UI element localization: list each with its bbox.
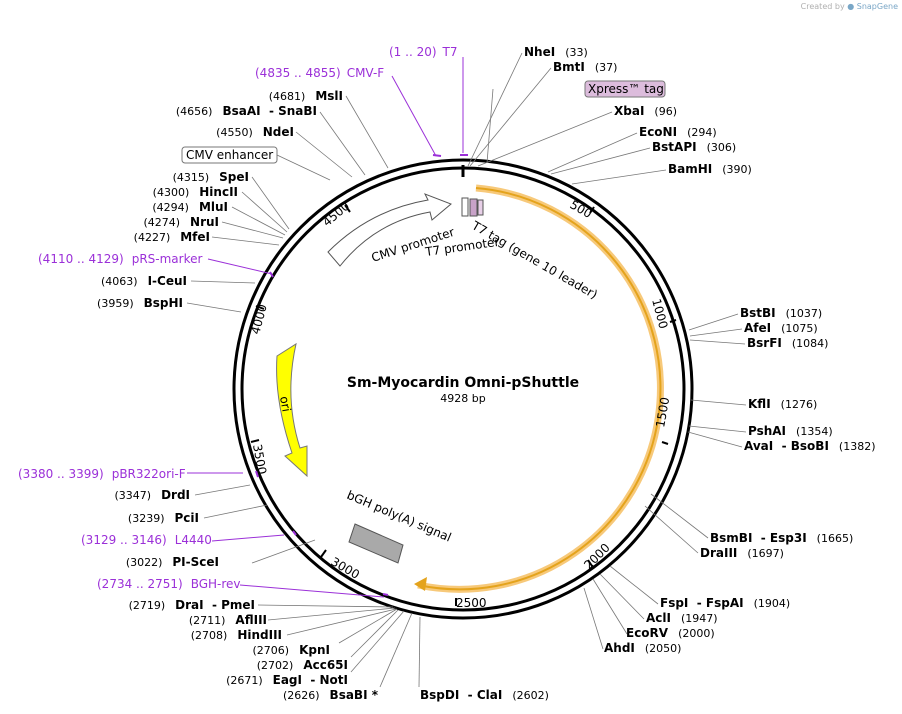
enzyme-afliii: (2711)AflIII [189, 613, 267, 627]
orf-arc [417, 187, 662, 591]
enzyme-bsphi: (3959)BspHI [97, 296, 183, 310]
enzyme-bsmbi-esp3i: BsmBI - Esp3I(1665) [710, 531, 853, 545]
cmv-enhancer-callout [181, 146, 278, 164]
tick-label-4500: 4500 [320, 199, 352, 229]
tick-label-1500: 1500 [653, 396, 672, 429]
enzyme-ecorv: EcoRV(2000) [626, 626, 715, 640]
enzyme-avai-bsobi: AvaI - BsoBI(1382) [744, 439, 875, 453]
cmv-enhancer-callout-label: CMV enhancer [186, 148, 273, 162]
enzyme-i-ceui: (4063)I-CeuI [101, 274, 187, 288]
cmv-promoter-arrow [327, 193, 452, 267]
tick-label-2500: 2500 [456, 596, 487, 610]
primer-lines [187, 57, 464, 598]
enzyme-drdi: (3347)DrdI [114, 488, 190, 502]
snapgene-credit: Created by ● SnapGene [801, 2, 898, 11]
enzyme-mfei: (4227)MfeI [134, 230, 210, 244]
enzyme-nhei: NheI(33) [524, 45, 588, 59]
enzyme-ndei: (4550)NdeI [216, 125, 294, 139]
map-length: 4928 bp [440, 392, 485, 405]
primer-t7: (1 .. 20)T7 [389, 45, 458, 59]
enzyme-spei: (4315)SpeI [173, 170, 249, 184]
enzyme-pi-scei: (3022)PI-SceI [126, 555, 219, 569]
enzyme-drai-pmei: (2719)DraI - PmeI [129, 598, 255, 612]
enzyme-msli: (4681)MslI [269, 89, 343, 103]
credit-brand: SnapGene [856, 2, 898, 11]
enzyme-hincii: (4300)HincII [153, 185, 238, 199]
credit-prefix: Created by [800, 2, 845, 11]
tick-marks [250, 204, 677, 606]
enzyme-bsabi: (2626)BsaBI * [283, 688, 379, 702]
enzyme-bsrfi: BsrFI(1084) [747, 336, 828, 350]
enzyme-hindiii: (2708)HindIII [191, 628, 282, 642]
enzyme-draiii: DraIII(1697) [700, 546, 784, 560]
enzyme-afei: AfeI(1075) [744, 321, 818, 335]
ori-label: ori [277, 395, 293, 413]
enzyme-nrui: (4274)NruI [143, 215, 219, 229]
t7-promoter-box [461, 197, 469, 217]
enzyme-bstbi: BstBI(1037) [740, 306, 822, 320]
enzyme-mlui: (4294)MluI [152, 200, 228, 214]
t7-tag-box [477, 199, 484, 216]
enzyme-bsaai-snabi: (4656)BsaAI - SnaBI [176, 104, 317, 118]
tick-label-3500: 3500 [250, 443, 269, 476]
enzyme-leader-lines [186, 52, 747, 688]
enzyme-bmti: BmtI(37) [553, 60, 617, 74]
enzyme-bspdi-clai: BspDI - ClaI(2602) [420, 688, 549, 702]
tick-label-4000: 4000 [248, 303, 269, 336]
ori-arrow [276, 342, 308, 478]
xpress-tag-box [469, 198, 478, 217]
primer-l4440: (3129 .. 3146)L4440 [81, 533, 212, 547]
primer-pbr322ori-f: (3380 .. 3399)pBR322ori-F [18, 467, 186, 481]
enzyme-econi: EcoNI(294) [639, 125, 717, 139]
primer-prs-marker: (4110 .. 4129)pRS-marker [38, 252, 202, 266]
enzyme-bstapi: BstAPI(306) [652, 140, 736, 154]
map-title: Sm-Myocardin Omni-pShuttle [347, 375, 579, 391]
snapgene-logo: ● [847, 2, 855, 11]
enzyme-pshai: PshAI(1354) [748, 424, 833, 438]
orf-arrowhead [414, 577, 427, 591]
xpress-tag-callout-label: Xpress™ tag [588, 82, 664, 96]
enzyme-pcii: (3239)PciI [128, 511, 199, 525]
enzyme-xbai: XbaI(96) [614, 104, 677, 118]
bgh-polya-box [348, 523, 404, 564]
enzyme-bamhi: BamHI(390) [668, 162, 752, 176]
primer-marks [255, 154, 468, 596]
enzyme-kfli: KflI(1276) [748, 397, 817, 411]
enzyme-eagi-noti: (2671)EagI - NotI [226, 673, 348, 687]
enzyme-acli: AclI(1947) [646, 611, 718, 625]
enzyme-kpni: (2706)KpnI [253, 643, 330, 657]
enzyme-acc65i: (2702)Acc65I [257, 658, 348, 672]
primer-cmv-f: (4835 .. 4855)CMV-F [255, 66, 384, 80]
enzyme-ahdi: AhdI(2050) [604, 641, 681, 655]
xpress-tag-callout [584, 80, 666, 98]
enzyme-fspi-fspai: FspI - FspAI(1904) [660, 596, 790, 610]
backbone-outer [232, 158, 694, 620]
primer-bgh-rev: (2734 .. 2751)BGH-rev [97, 577, 241, 591]
